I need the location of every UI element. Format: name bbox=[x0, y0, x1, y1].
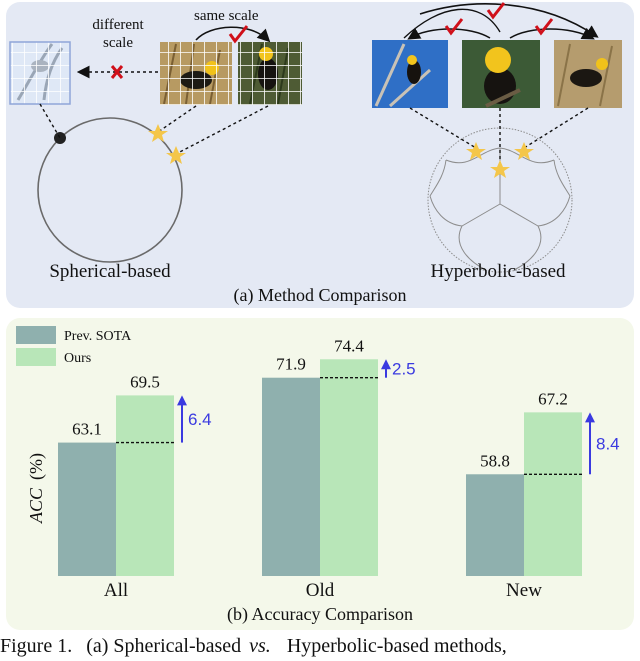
legend-swatch-prev bbox=[16, 326, 56, 344]
star-icon bbox=[166, 146, 186, 164]
bar-prev-sota bbox=[262, 377, 320, 576]
data-label-ours: 74.4 bbox=[334, 336, 364, 355]
hyp-arrow-left bbox=[407, 27, 491, 40]
bird-image-hyp-1 bbox=[372, 40, 448, 108]
data-label-prev: 58.8 bbox=[480, 451, 510, 470]
star-icon bbox=[466, 142, 486, 160]
dashed-link bbox=[157, 105, 197, 133]
improvement-label: 2.5 bbox=[392, 359, 416, 378]
bar-prev-sota bbox=[466, 474, 524, 576]
different-label-line2: scale bbox=[103, 35, 133, 51]
category-label: All bbox=[104, 580, 128, 601]
dashed-link bbox=[39, 103, 61, 139]
check-icon bbox=[486, 2, 506, 20]
data-label-ours: 67.2 bbox=[538, 389, 568, 408]
bar-ours bbox=[116, 395, 174, 576]
hyp-arrow-outer bbox=[419, 3, 599, 38]
arrow-up-icon bbox=[585, 412, 595, 423]
data-label-prev: 63.1 bbox=[72, 420, 102, 439]
star-icon bbox=[490, 160, 510, 178]
data-label-prev: 71.9 bbox=[276, 355, 306, 374]
arrow-up-icon bbox=[381, 359, 391, 370]
sphere-circle bbox=[37, 117, 183, 263]
method-comparison-figure: same scale different scale Spherical-bas… bbox=[9, 2, 622, 306]
same-scale-label: same scale bbox=[194, 8, 259, 24]
improvement-label: 6.4 bbox=[188, 410, 212, 429]
bar-ours bbox=[320, 359, 378, 576]
star-icon bbox=[514, 142, 534, 160]
spherical-label: Spherical-based bbox=[49, 261, 171, 282]
panel-a-caption: (a) Method Comparison bbox=[234, 285, 407, 306]
cross-icon bbox=[110, 65, 124, 79]
legend-label-ours: Ours bbox=[64, 351, 91, 366]
dashed-link bbox=[175, 105, 269, 155]
panel-b-caption: (b) Accuracy Comparison bbox=[227, 604, 413, 625]
check-icon bbox=[534, 18, 554, 36]
hyperbolic-label: Hyperbolic-based bbox=[430, 261, 566, 282]
different-scale-image bbox=[9, 41, 71, 105]
bar-ours bbox=[524, 412, 582, 576]
legend-label-prev: Prev. SOTA bbox=[64, 329, 132, 344]
bird-image-tile-2 bbox=[238, 42, 302, 105]
category-label: New bbox=[506, 580, 542, 601]
hyp-arrow-outer-left bbox=[403, 8, 501, 39]
bird-image-tile-1 bbox=[160, 42, 232, 105]
data-label-ours: 69.5 bbox=[130, 372, 160, 391]
arrow-up-icon bbox=[177, 395, 187, 406]
bird-image-hyp-3 bbox=[554, 40, 622, 108]
poincare-disk bbox=[427, 127, 573, 273]
bird-image-hyp-2 bbox=[462, 40, 540, 108]
check-icon bbox=[444, 18, 464, 36]
bar-prev-sota bbox=[58, 442, 116, 576]
star-icon bbox=[148, 124, 168, 142]
dashed-link bbox=[409, 107, 477, 149]
improvement-label: 8.4 bbox=[596, 434, 620, 453]
same-scale-arrow bbox=[195, 26, 271, 43]
legend-swatch-ours bbox=[16, 348, 56, 366]
different-label-line1: different bbox=[92, 17, 144, 33]
dashed-link bbox=[523, 107, 589, 149]
sphere-point-different bbox=[54, 132, 66, 144]
check-icon bbox=[228, 25, 249, 44]
category-label: Old bbox=[306, 580, 335, 601]
y-axis-label: ACC(%) bbox=[26, 453, 47, 524]
